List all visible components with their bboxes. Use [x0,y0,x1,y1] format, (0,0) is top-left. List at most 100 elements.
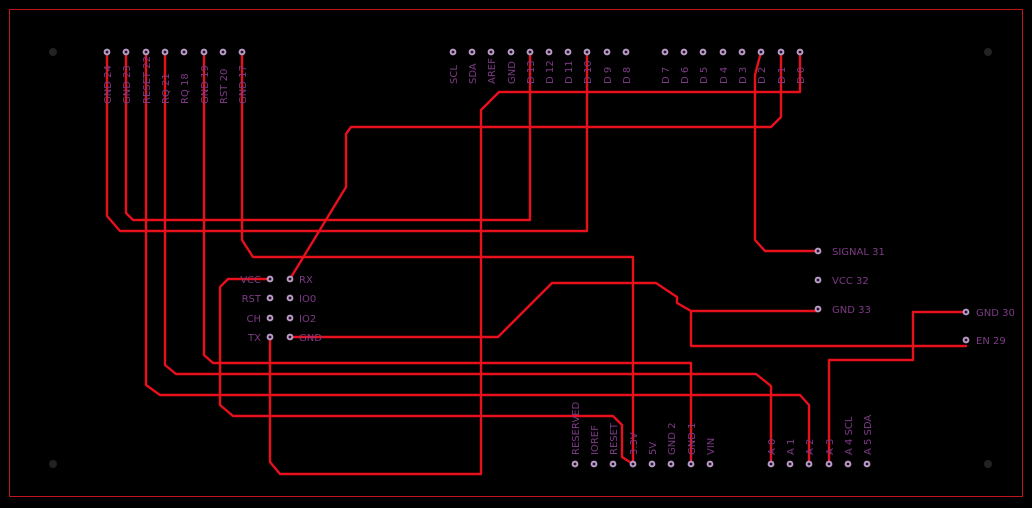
trace [268,50,802,476]
pin-label: GND [507,61,518,84]
pin-label: D 7 [661,67,672,84]
pin-label: RX [299,275,313,286]
pin-label: VIN [706,438,717,455]
pin [699,48,707,56]
pin [122,48,130,56]
pin [767,460,775,468]
pin-label: SCL [449,65,460,84]
board-outline [9,9,1023,497]
pin [814,305,822,313]
pin-label: D 3 [738,67,749,84]
pin [526,48,534,56]
trace [240,50,635,466]
pin-label: D 0 [796,67,807,84]
trace [288,50,783,281]
pin-label: GND 19 [200,65,211,104]
mounting-hole-bottom-left [49,460,57,468]
trace [202,50,693,466]
pin-label: 5V [648,442,659,455]
pin [796,48,804,56]
trace [105,50,589,233]
pin-label: D 10 [583,60,594,84]
pin-label: GND 17 [238,65,249,104]
pin-label: SIGNAL 31 [832,247,885,258]
pin [661,48,669,56]
pin [590,460,598,468]
pin [286,294,294,302]
pin [863,460,871,468]
pin-label: EN 29 [976,336,1006,347]
pin [814,276,822,284]
top-left-header: GND 24 GND 23 RESET 22 RQ 21 RQ 18 GND 1… [103,48,249,104]
pin-label: A 4 SCL [844,416,855,455]
pin [266,294,274,302]
power-header: GND 30 EN 29 [962,308,1015,347]
pin-label: TX [247,333,261,344]
sensor-header: SIGNAL 31 VCC 32 GND 33 [814,247,885,316]
pin-label: A 1 [786,439,797,455]
pin-label: RQ 18 [180,73,191,104]
pin-label: RESET 22 [142,56,153,104]
pin [449,48,457,56]
pin-label: GND [299,333,322,344]
mounting-hole-bottom-right [984,460,992,468]
pin [200,48,208,56]
pin [266,333,274,341]
pin [706,460,714,468]
pin-label: GND 33 [832,305,871,316]
top-right-header: D 7 D 6 D 5 D 4 D 3 D 2 D 1 D 0 [661,48,807,84]
bottom-power-header: RESERVED IOREF RESET 3.3V 5V GND 2 GND 1… [571,402,717,468]
pin-label: GND 1 [687,423,698,455]
pin [266,275,274,283]
mounting-hole-top-left [49,48,57,56]
pin-label: D 1 [777,67,788,84]
pin [219,48,227,56]
pin-label: A 3 [825,439,836,455]
pin-label: A 5 SDA [863,415,874,455]
pin-label: IOREF [590,425,601,455]
pin [962,336,970,344]
trace [288,281,820,339]
pin [814,247,822,255]
pin-label: D 2 [757,67,768,84]
pin [571,460,579,468]
pin-label: D 4 [719,67,730,84]
pin [286,333,294,341]
pin [266,314,274,322]
pin [286,275,294,283]
esp-header: VCC RST CH TX RX IO0 IO2 GND [240,275,322,344]
pin-label: D 5 [699,67,710,84]
pin-label: VCC [240,275,261,286]
pin-label: 3.3V [629,432,640,455]
pin [777,48,785,56]
pin [667,460,675,468]
pin [564,48,572,56]
pin-label: GND 30 [976,308,1015,319]
pin-label: RQ 21 [161,73,172,104]
traces [105,50,968,476]
pin [583,48,591,56]
pin [545,48,553,56]
pin [844,460,852,468]
pin-label: D 6 [680,67,691,84]
trace [753,50,820,253]
pin [757,48,765,56]
trace [218,277,635,466]
pin [719,48,727,56]
pin-label: GND 2 [667,423,678,455]
trace [689,309,968,348]
pin [238,48,246,56]
mounting-hole-top-right [984,48,992,56]
pin [609,460,617,468]
pin-label: D 8 [622,67,633,84]
pin [805,460,813,468]
pin [161,48,169,56]
top-mid-header: SCL SDA AREF GND D 13 D 12 D 11 D 10 D 9… [449,48,633,84]
pin-label: RESET [609,422,620,455]
pin-label: GND 24 [103,65,114,104]
pin [468,48,476,56]
pin [738,48,746,56]
pin [648,460,656,468]
